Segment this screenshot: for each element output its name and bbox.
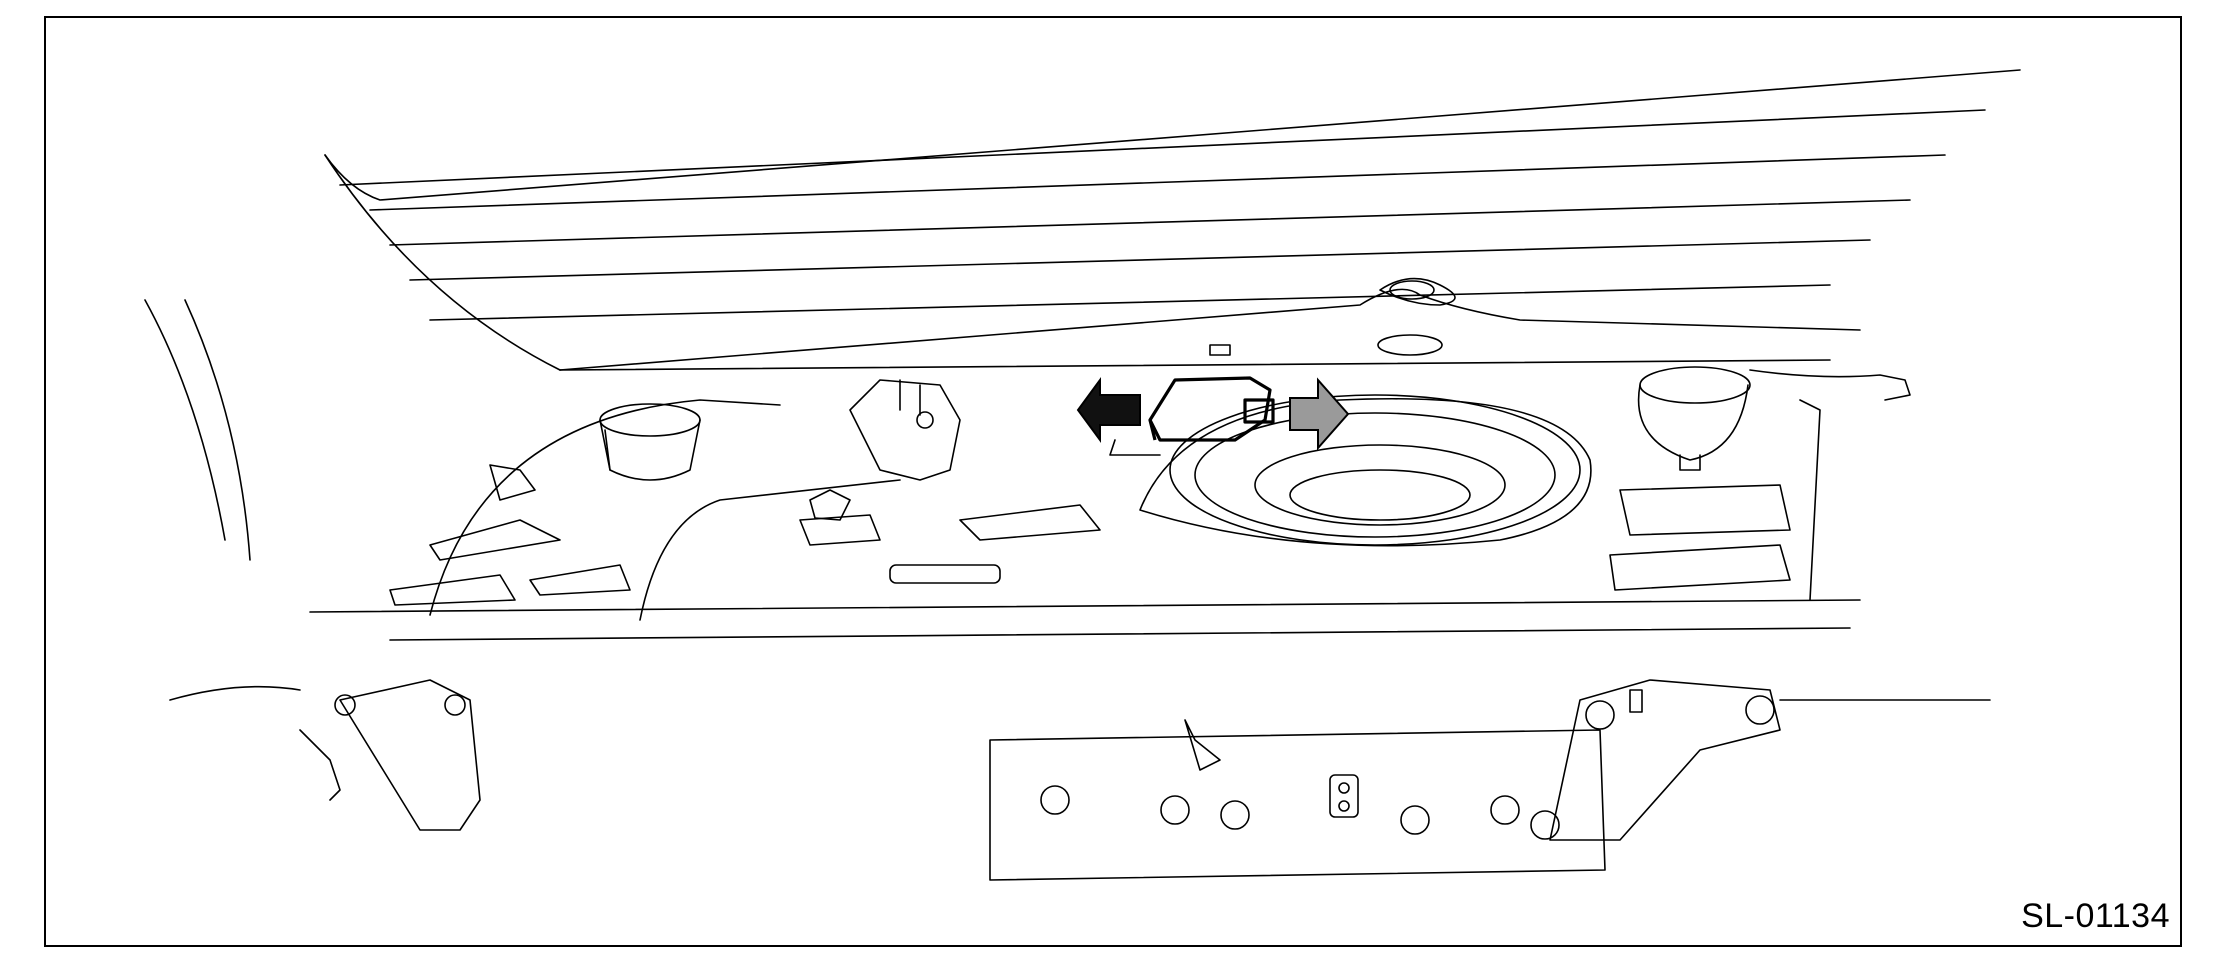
left-bracket xyxy=(489,379,961,546)
floor-recesses xyxy=(389,504,1101,606)
rear-window-lines xyxy=(324,69,2021,371)
grey-arrow-icon xyxy=(1289,377,1350,451)
figure-frame xyxy=(44,16,2182,947)
right-hinge xyxy=(1530,679,1991,841)
dark-arrow-icon xyxy=(1076,376,1141,444)
left-pillar xyxy=(144,299,251,561)
lower-body-panel xyxy=(989,719,1606,881)
left-hinge xyxy=(169,679,481,831)
figure-reference-code: SL-01134 xyxy=(2021,897,2170,935)
rear-speaker xyxy=(1139,394,1592,547)
right-speaker-housing xyxy=(1637,366,1911,471)
control-module xyxy=(1109,376,1275,456)
right-recesses xyxy=(1609,399,1821,601)
left-speaker-housing xyxy=(599,403,701,481)
shelf-panel xyxy=(309,277,1861,641)
